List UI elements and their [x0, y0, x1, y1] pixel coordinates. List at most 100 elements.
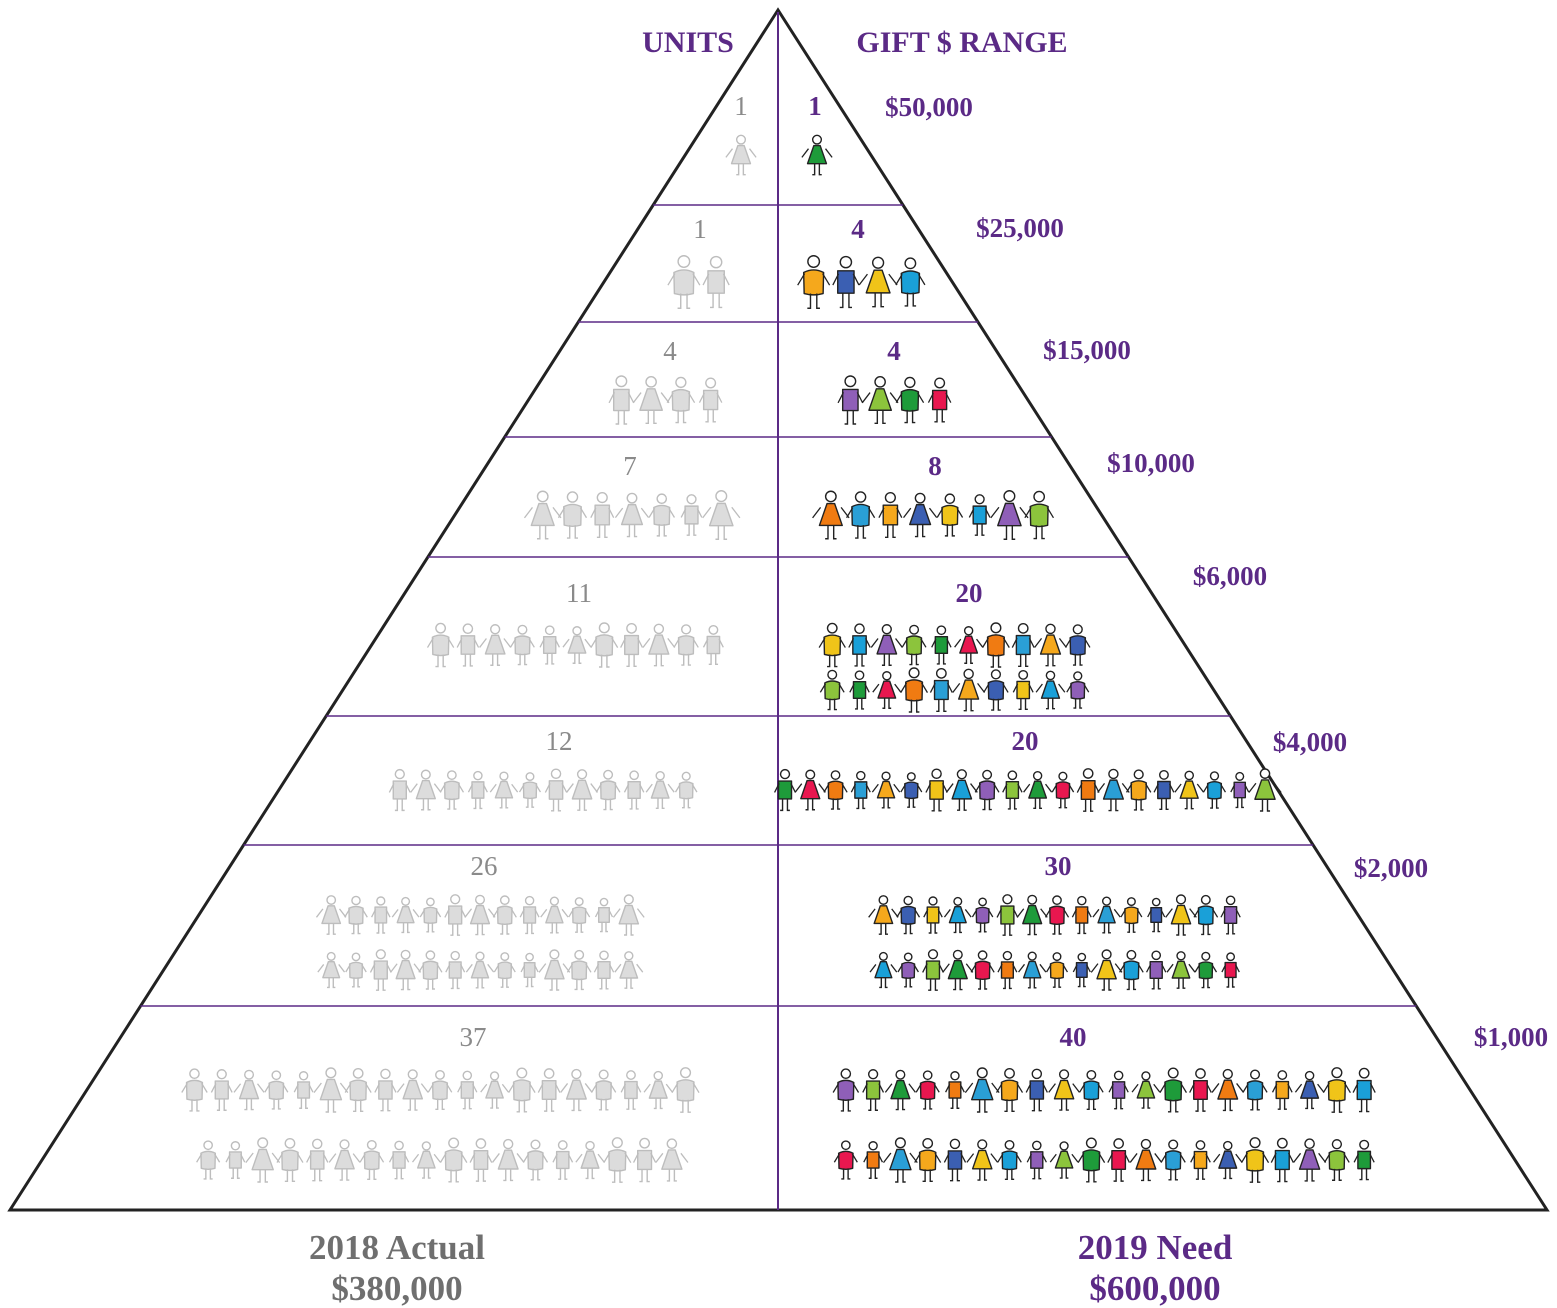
actual-figures-tier-7-row-1	[315, 894, 645, 936]
actual-figures-tier-5-row-1	[426, 622, 724, 668]
donor-figure-color	[922, 949, 944, 991]
donor-figure-color	[1159, 1067, 1187, 1113]
donor-figure-color	[872, 671, 902, 709]
donor-figure-color	[1221, 952, 1240, 988]
donor-figure-gray	[539, 625, 560, 665]
donor-figure-gray	[276, 1137, 304, 1183]
donor-figure-gray	[391, 896, 420, 934]
donor-figure-color	[896, 895, 921, 935]
donor-figure-gray	[480, 1071, 509, 1109]
donor-figure-color	[915, 1070, 940, 1110]
donor-figure-gray	[328, 1139, 361, 1181]
donor-figure-color	[1076, 768, 1100, 812]
need-units-tier-2: 4	[851, 214, 865, 244]
donor-figure-gray	[388, 1140, 410, 1180]
donor-figure-color	[942, 949, 974, 991]
donor-figure-color	[970, 950, 995, 990]
donor-figure-color	[1125, 769, 1152, 811]
donor-figure-color	[996, 894, 1019, 936]
donor-figure-color	[1011, 622, 1035, 668]
donor-figure-gray	[642, 623, 676, 667]
donor-figure-color	[971, 897, 994, 933]
donor-figure-gray	[456, 623, 480, 667]
donor-figure-color	[900, 667, 929, 713]
actual-figures-tier-7-row-2	[317, 949, 644, 991]
donor-figure-color	[812, 490, 850, 540]
actual-units-tier-3: 4	[663, 336, 677, 366]
donor-figure-gray	[540, 896, 569, 934]
donor-figure-gray	[445, 950, 466, 990]
donor-figure-color	[1220, 895, 1241, 935]
need-total: $600,000	[1089, 1269, 1220, 1308]
donor-figure-gray	[390, 949, 422, 991]
donor-figure-color	[1153, 769, 1175, 811]
donor-figure-color	[945, 1071, 965, 1109]
donor-figure-color	[945, 769, 978, 811]
actual-units-tier-1: 1	[734, 91, 748, 121]
donor-figure-gray	[648, 493, 676, 537]
donor-figure-color	[871, 771, 901, 809]
donor-figure-color	[983, 669, 1009, 711]
actual-figures-tier-3-row-1	[608, 375, 723, 425]
donor-figure-color	[878, 491, 903, 539]
donor-figure-color	[1066, 671, 1090, 709]
donor-figure-color	[1072, 952, 1091, 988]
donor-figure-gray	[620, 1070, 642, 1110]
need-units-tier-5: 20	[956, 578, 983, 608]
actual-figures-tier-1-row-1	[725, 134, 757, 176]
need-units-tier-8: 40	[1060, 1022, 1087, 1052]
donor-figure-color	[1322, 1067, 1351, 1113]
donor-figure-color	[861, 376, 899, 424]
donor-figure-color	[1213, 1140, 1243, 1180]
donor-figure-gray	[520, 952, 539, 988]
donor-figure-gray	[225, 1141, 246, 1179]
donor-figure-color	[997, 950, 1018, 990]
actual-figures-tier-6-row-1	[388, 768, 698, 812]
donor-figure-gray	[557, 491, 588, 539]
donor-figure-gray	[467, 770, 488, 810]
donor-figure-gray	[315, 895, 347, 935]
donor-figure-gray	[702, 255, 730, 309]
donor-figure-color	[1147, 897, 1166, 933]
donor-figure-color	[882, 1137, 918, 1183]
donor-figure-color	[1293, 1138, 1327, 1182]
donor-figure-color	[1018, 951, 1047, 989]
need-figures-tier-4-row-1	[812, 490, 1055, 540]
donor-figure-color	[832, 1068, 860, 1112]
gift-range-tier-1: $50,000	[885, 92, 973, 122]
donor-figure-color	[1025, 1068, 1048, 1112]
need-figures-tier-8-row-1	[832, 1067, 1376, 1113]
donor-figure-color	[1194, 951, 1218, 989]
donor-figure-gray	[608, 375, 635, 425]
donor-figure-color	[794, 769, 826, 811]
donor-figure-color	[923, 896, 943, 934]
donor-figure-color	[1048, 1069, 1080, 1111]
donor-figure-color	[1166, 951, 1196, 989]
donor-figure-color	[801, 134, 833, 176]
donor-figure-color	[1044, 895, 1070, 935]
donor-figure-color	[900, 772, 923, 808]
need-units-tier-4: 8	[928, 451, 942, 481]
donor-figure-gray	[388, 768, 411, 812]
actual-units-tier-6: 12	[546, 726, 573, 756]
donor-figure-color	[943, 1138, 967, 1182]
actual-year-label: 2018 Actual	[309, 1228, 485, 1267]
tier-dividers	[140, 204, 1417, 1007]
need-year-label: 2019 Need	[1078, 1228, 1233, 1267]
actual-units-tier-8: 37	[460, 1022, 487, 1052]
donor-figure-gray	[645, 771, 675, 809]
donor-figure-color	[954, 626, 984, 664]
donor-figure-gray	[464, 894, 496, 936]
donor-figure-gray	[538, 949, 571, 991]
donor-figure-color	[925, 768, 948, 812]
donor-figure-gray	[666, 376, 696, 424]
donor-figure-color	[1120, 897, 1143, 933]
donor-figure-gray	[419, 897, 442, 933]
donor-figure-color	[995, 1067, 1024, 1113]
donor-figure-color	[964, 1067, 1000, 1113]
donor-figure-color	[1202, 771, 1227, 809]
donor-figure-color	[1079, 1069, 1104, 1111]
donor-figure-color	[1065, 624, 1091, 666]
donor-figure-color	[1165, 894, 1197, 936]
